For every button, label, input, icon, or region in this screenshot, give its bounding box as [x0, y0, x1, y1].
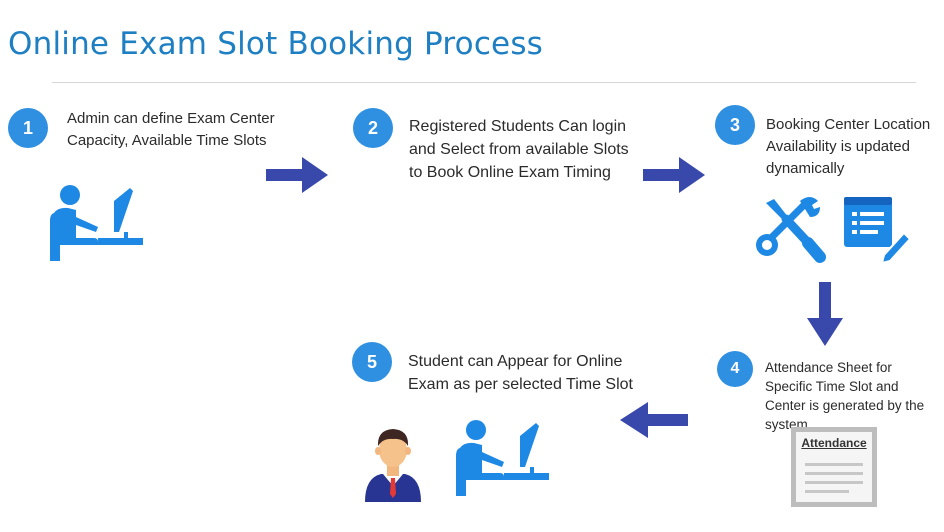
- attendance-sheet-icon: Attendance: [791, 427, 877, 507]
- form-icon: [844, 197, 912, 265]
- arrow-left-icon: [620, 402, 688, 438]
- title-divider: [52, 82, 916, 83]
- step-5-badge: 5: [352, 342, 392, 382]
- computer-user-icon: [50, 185, 143, 261]
- step-5-text: Student can Appear for Online Exam as pe…: [408, 353, 633, 393]
- student-avatar-icon: [365, 429, 421, 502]
- computer-user-icon: [456, 420, 549, 496]
- step-1-text: Admin can define Exam Center Capacity, A…: [67, 110, 275, 149]
- step-1-badge: 1: [8, 108, 48, 148]
- tools-icon: [756, 197, 826, 263]
- arrow-down-icon: [807, 282, 843, 346]
- page-title: Online Exam Slot Booking Process: [8, 26, 544, 62]
- arrow-right-icon: [266, 157, 328, 193]
- arrow-right-icon: [643, 157, 705, 193]
- step-4-text: Attendance Sheet for Specific Time Slot …: [765, 360, 925, 432]
- step-3-text: Booking Center Location Availability is …: [766, 116, 931, 177]
- step-3-badge: 3: [715, 105, 755, 145]
- step-2-text: Registered Students Can login and Select…: [409, 118, 629, 181]
- step-2-badge: 2: [353, 108, 393, 148]
- step-4-badge: 4: [717, 351, 753, 387]
- attendance-label: Attendance: [801, 436, 867, 450]
